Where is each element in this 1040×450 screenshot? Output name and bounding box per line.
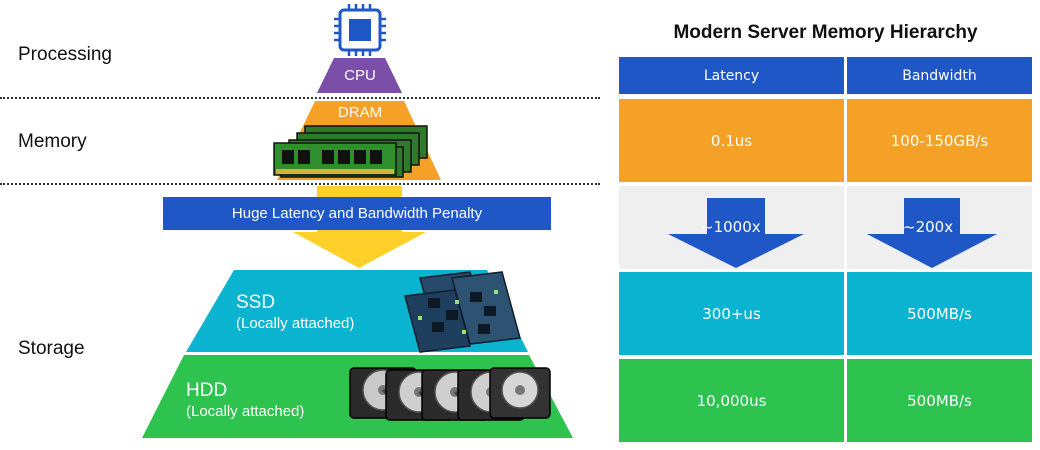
dram-bandwidth-cell: 100-150GB/s (847, 99, 1032, 182)
hdd-subtitle: (Locally attached) (186, 403, 305, 420)
memory-storage-divider (0, 183, 600, 185)
hdd-latency-cell: 10,000us (619, 359, 844, 442)
table-title: Modern Server Memory Hierarchy (673, 22, 978, 43)
penalty-label: Huge Latency and Bandwidth Penalty (231, 205, 483, 222)
header-latency: Latency (619, 57, 844, 94)
ssd-subtitle: (Locally attached) (236, 315, 355, 332)
storage-label: Storage (18, 338, 85, 359)
header-bandwidth: Bandwidth (847, 57, 1032, 94)
ssd-bandwidth-cell: 500MB/s (847, 272, 1032, 355)
penalty-bar (163, 197, 551, 230)
cpu-label: CPU (344, 67, 376, 84)
penalty-arrow-head (293, 232, 426, 268)
dram-modules-image (273, 125, 428, 178)
bandwidth-penalty-text: ~200x (903, 218, 954, 236)
processing-label: Processing (18, 44, 112, 65)
ssd-title: SSD (236, 292, 276, 313)
ssd-boards-image (404, 271, 521, 353)
processing-memory-divider (0, 97, 600, 99)
hdd-title: HDD (186, 380, 228, 401)
cpu-chip-icon (334, 4, 386, 56)
cpu-tier (317, 58, 402, 93)
ssd-latency-cell: 300+us (619, 272, 844, 355)
memory-label: Memory (18, 131, 87, 152)
dram-label: DRAM (337, 104, 383, 121)
latency-penalty-arrow (668, 198, 804, 268)
hierarchy-pyramid (142, 4, 573, 438)
penalty-arrows (668, 198, 997, 268)
hdd-bandwidth-cell: 500MB/s (847, 359, 1032, 442)
dram-latency-cell: 0.1us (619, 99, 844, 182)
bandwidth-penalty-arrow (867, 198, 997, 268)
latency-penalty-text: ~1000x (701, 218, 761, 236)
hdd-drives-image (349, 367, 551, 421)
